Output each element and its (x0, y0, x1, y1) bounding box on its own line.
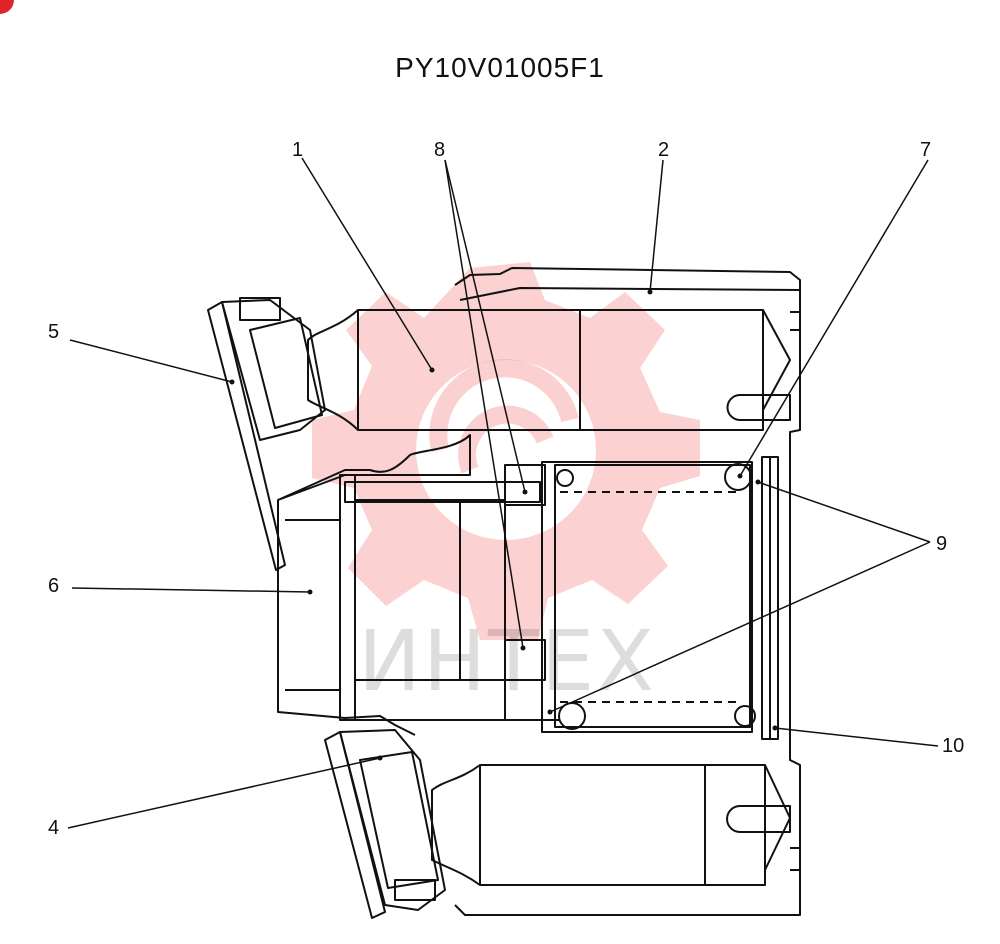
upper-piston-group (307, 309, 791, 431)
gear-icon (312, 262, 700, 640)
leader-8b (444, 159, 524, 649)
callout-9: 9 (936, 533, 948, 555)
swash-plate-lower (324, 729, 446, 919)
lower-piston-group (431, 764, 791, 886)
leader-8a (444, 159, 526, 493)
callout-2: 2 (658, 139, 670, 161)
callout-6: 6 (48, 575, 60, 597)
callout-10: 10 (942, 735, 965, 757)
callout-5: 5 (48, 321, 60, 343)
leader-1 (301, 157, 433, 371)
callout-7: 7 (920, 139, 932, 161)
valve-block (541, 461, 753, 733)
housing-outline (454, 267, 801, 916)
callout-4: 4 (48, 817, 60, 839)
drawing-code: PY10V01005F1 (395, 52, 605, 83)
leader-4 (67, 757, 381, 829)
swash-plate-upper (207, 297, 326, 571)
o-ring-lower (558, 702, 586, 730)
shaft-group (344, 464, 560, 721)
leader-6 (71, 587, 311, 593)
o-ring-upper (724, 463, 752, 491)
leader-2 (649, 159, 664, 293)
leader-5 (69, 339, 233, 383)
leader-10 (774, 727, 939, 747)
gear-inner-rings (429, 359, 579, 474)
leader-dots (229, 289, 778, 761)
leader-9a (757, 481, 931, 543)
upper-cylinder (357, 309, 764, 431)
valve-plate-group (541, 456, 779, 740)
cylinder-block (277, 434, 506, 736)
housing-upper-inner (459, 287, 801, 301)
leader-9b (549, 541, 931, 713)
lower-cylinder (479, 764, 766, 886)
callout-8: 8 (434, 139, 446, 161)
leader-7 (739, 159, 929, 477)
leader-lines (67, 157, 939, 829)
callout-1: 1 (292, 139, 304, 161)
